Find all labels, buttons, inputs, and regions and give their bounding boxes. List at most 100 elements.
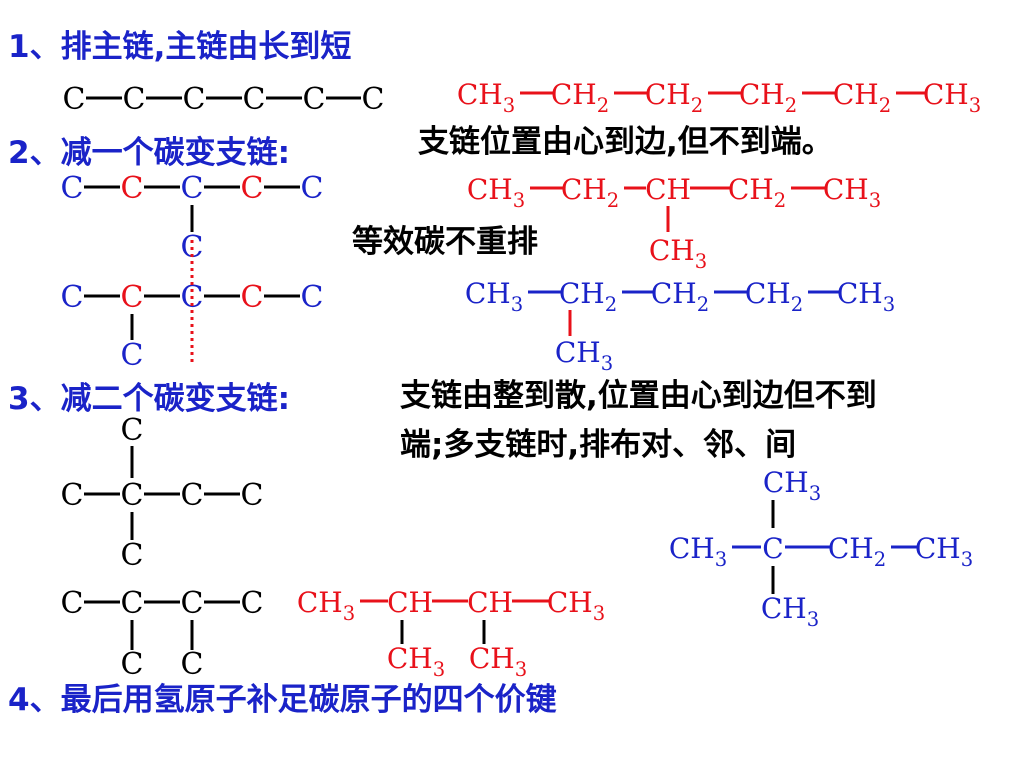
atom-label: C <box>61 586 84 621</box>
atom-label: C <box>63 82 86 117</box>
subscript: 3 <box>809 482 821 505</box>
atom-symbol: C <box>181 586 204 621</box>
subscript: 2 <box>785 94 797 117</box>
atom-label: CH3 <box>923 78 981 117</box>
atom-label: CH3 <box>669 532 727 571</box>
subscript: 3 <box>695 250 707 273</box>
atom-label: CH3 <box>465 277 523 316</box>
atom-label: CH2 <box>551 78 609 117</box>
atom-label: C <box>241 280 264 315</box>
atom-symbol: C <box>123 82 146 117</box>
atom-label: C <box>61 171 84 206</box>
atom-symbol: CH <box>467 173 513 206</box>
atom-symbol: CH <box>833 78 879 111</box>
atom-label: C <box>762 532 783 565</box>
atom-label: CH3 <box>763 466 821 505</box>
atom-label: C <box>121 538 144 573</box>
atom-label: C <box>301 171 324 206</box>
atom-symbol: C <box>121 338 144 373</box>
atom-symbol: CH <box>469 642 515 675</box>
subscript: 3 <box>883 293 895 316</box>
atom-label: C <box>181 586 204 621</box>
atom-label: C <box>241 586 264 621</box>
atom-label: C <box>181 647 204 682</box>
atom-symbol: C <box>241 586 264 621</box>
atom-symbol: CH <box>561 173 607 206</box>
atom-symbol: CH <box>387 642 433 675</box>
atom-symbol: C <box>61 280 84 315</box>
atom-label: C <box>121 171 144 206</box>
atom-symbol: CH <box>297 586 343 619</box>
atom-symbol: C <box>121 647 144 682</box>
subscript: 2 <box>607 189 619 212</box>
atom-label: CH2 <box>728 173 786 212</box>
atom-symbol: CH <box>387 586 433 619</box>
atom-symbol: C <box>241 171 264 206</box>
atom-label: C <box>181 478 204 513</box>
atom-symbol: CH <box>547 586 593 619</box>
note-two-carbons-line2: 端;多支链时,排布对、邻、间 <box>400 427 796 463</box>
atom-label: CH3 <box>469 642 527 681</box>
atom-label: CH2 <box>745 277 803 316</box>
atom-label: C <box>61 280 84 315</box>
atom-label: C <box>183 82 206 117</box>
subscript: 2 <box>774 189 786 212</box>
subscript: 3 <box>503 94 515 117</box>
atom-symbol: CH <box>761 592 807 625</box>
atom-symbol: CH <box>467 586 513 619</box>
atom-symbol: C <box>241 280 264 315</box>
subscript: 2 <box>597 94 609 117</box>
atom-symbol: C <box>63 82 86 117</box>
atom-label: C <box>121 413 144 448</box>
atom-label: C <box>243 82 266 117</box>
step-2-heading: 2、减一个碳变支链: <box>8 135 290 171</box>
atom-label: CH2 <box>559 277 617 316</box>
atom-label: CH <box>645 173 691 206</box>
atom-symbol: CH <box>645 78 691 111</box>
atom-symbol: CH <box>728 173 774 206</box>
atom-label: CH3 <box>457 78 515 117</box>
atom-label: C <box>121 586 144 621</box>
atom-symbol: C <box>121 538 144 573</box>
subscript: 2 <box>791 293 803 316</box>
subscript: 2 <box>697 293 709 316</box>
atom-symbol: C <box>301 171 324 206</box>
subscript: 2 <box>691 94 703 117</box>
atom-symbol: C <box>183 82 206 117</box>
atom-label: CH3 <box>823 173 881 212</box>
subscript: 3 <box>433 658 445 681</box>
atom-symbol: C <box>61 171 84 206</box>
subscript: 2 <box>605 293 617 316</box>
atom-symbol: CH <box>837 277 883 310</box>
atom-symbol: C <box>362 82 385 117</box>
atom-symbol: C <box>181 647 204 682</box>
atom-symbol: CH <box>559 277 605 310</box>
step-4-heading: 4、最后用氢原子补足碳原子的四个价键 <box>8 682 557 718</box>
atom-symbol: C <box>762 532 783 565</box>
subscript: 3 <box>869 189 881 212</box>
step-3-heading: 3、减二个碳变支链: <box>8 381 290 417</box>
note-two-carbons-line1: 支链由整到散,位置由心到边但不到 <box>400 378 877 414</box>
note-equivalent-carbon: 等效碳不重排 <box>352 224 538 260</box>
atom-symbol: C <box>121 280 144 315</box>
atom-label: C <box>241 171 264 206</box>
atom-label: CH3 <box>649 234 707 273</box>
atom-symbol: CH <box>651 277 697 310</box>
atom-label: CH2 <box>651 277 709 316</box>
atom-symbol: CH <box>645 173 691 206</box>
atom-label: C <box>181 171 204 206</box>
atom-symbol: CH <box>465 277 511 310</box>
atom-label: CH3 <box>837 277 895 316</box>
atom-label: CH3 <box>915 532 973 571</box>
atom-symbol: C <box>181 171 204 206</box>
atom-symbol: C <box>303 82 326 117</box>
atom-symbol: CH <box>828 532 874 565</box>
atom-label: C <box>61 478 84 513</box>
atom-label: CH3 <box>297 586 355 625</box>
atom-symbol: CH <box>823 173 869 206</box>
atom-symbol: C <box>121 413 144 448</box>
subscript: 3 <box>343 602 355 625</box>
atom-label: C <box>362 82 385 117</box>
atom-label: C <box>303 82 326 117</box>
subscript: 3 <box>715 548 727 571</box>
